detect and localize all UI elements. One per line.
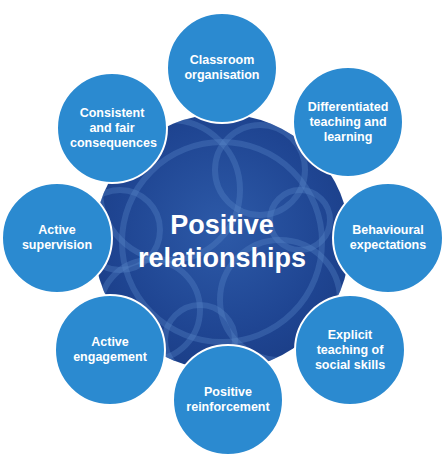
- topic-circle: Active supervision: [1, 182, 113, 294]
- topic-label: Explicit teaching of social skills: [308, 328, 392, 373]
- topic-label: Differentiated teaching and learning: [306, 100, 390, 145]
- topic-circle: Explicit teaching of social skills: [294, 294, 406, 406]
- topic-label: Active supervision: [15, 223, 99, 253]
- topic-label: Positive reinforcement: [186, 385, 270, 415]
- topic-circle: Positive reinforcement: [172, 344, 284, 454]
- topic-circle: Classroom organisation: [166, 12, 278, 124]
- topic-label: Classroom organisation: [180, 53, 264, 83]
- central-label: Positive relationships: [122, 209, 322, 275]
- topic-circle: Consistent and fair consequences: [56, 72, 168, 184]
- topic-circle: Behavioural expectations: [332, 182, 443, 294]
- topic-circle: Differentiated teaching and learning: [292, 66, 404, 178]
- topic-circle: Active engagement: [54, 294, 166, 406]
- topic-label: Behavioural expectations: [346, 223, 430, 253]
- topic-label: Active engagement: [68, 335, 152, 365]
- topic-label: Consistent and fair consequences: [70, 106, 154, 151]
